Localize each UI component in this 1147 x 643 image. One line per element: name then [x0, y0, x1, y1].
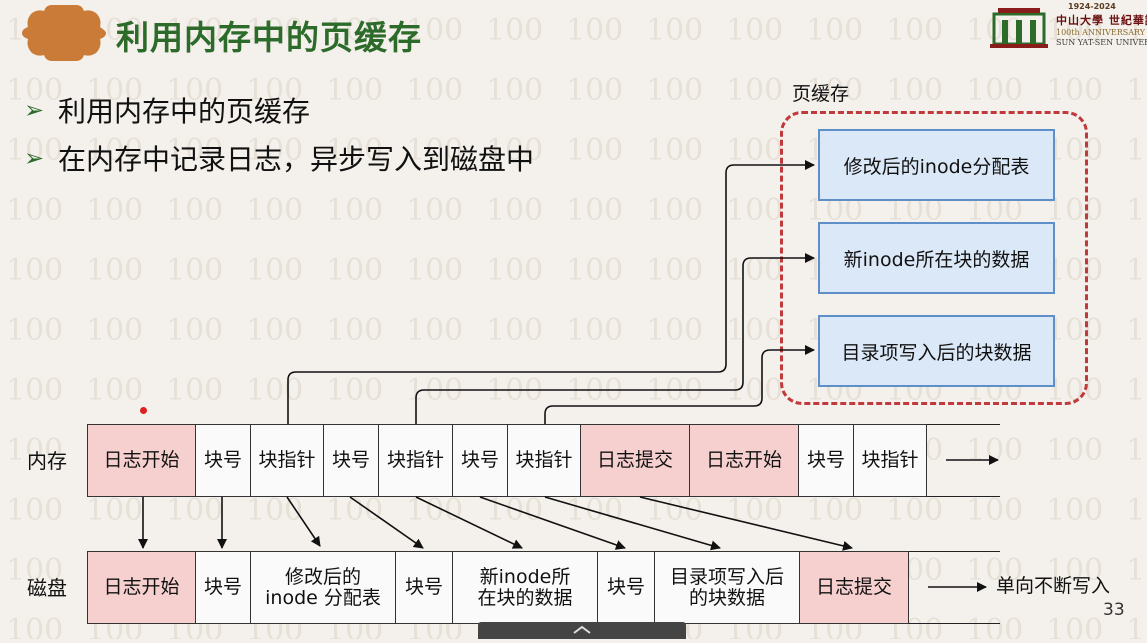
flush-arrow-log-commit	[639, 496, 853, 551]
cache-arrow-inode-block	[415, 253, 815, 424]
bullet-item: ➢ 利用内存中的页缓存	[24, 86, 534, 134]
memory-row-label: 内存	[27, 449, 67, 473]
sysu-logo	[988, 4, 1147, 52]
laser-pointer-dot	[140, 407, 147, 414]
flush-arrow-block-no-3	[479, 496, 626, 550]
cache-arrow-dir-block	[544, 345, 815, 424]
flush-arrow-inode-block	[415, 496, 523, 549]
presentation-toolbar[interactable]	[478, 622, 686, 639]
logo-anniversary: 100th ANNIVERSARY	[1056, 28, 1146, 37]
chevron-up-icon	[573, 625, 591, 634]
disk-row-bottom-line	[908, 623, 1000, 624]
cache-arrow-inode-table	[287, 160, 815, 424]
disk-cell-log-start: 日志开始	[87, 551, 196, 624]
page-cache-item-dir-block: 目录项写入后的块数据	[818, 315, 1055, 387]
page-number: 33	[1103, 600, 1125, 620]
bullet-item: ➢ 在内存中记录日志，异步写入到磁盘中	[24, 134, 534, 182]
disk-cell-block-no: 块号	[597, 551, 655, 624]
slide-title: 利用内存中的页缓存	[116, 18, 422, 57]
disk-row-label: 磁盘	[27, 576, 67, 600]
memory-cell-block-no: 块号	[195, 424, 251, 497]
bullet-text: 在内存中记录日志，异步写入到磁盘中	[58, 143, 535, 176]
page-cache-label: 页缓存	[792, 83, 850, 105]
memory-row-top-line	[926, 424, 1000, 425]
logo-university: SUN YAT-SEN UNIVERSITY	[1056, 38, 1147, 47]
disk-row-top-line	[908, 551, 1000, 552]
memory-cell-block-ptr: 块指针	[250, 424, 324, 497]
memory-cell-log-start: 日志开始	[87, 424, 196, 497]
title-badge-icon	[22, 5, 106, 61]
flush-arrow-inode-table	[286, 496, 321, 547]
bullet-list: ➢ 利用内存中的页缓存 ➢ 在内存中记录日志，异步写入到磁盘中	[24, 86, 534, 182]
flush-arrow-dir-block	[544, 496, 721, 551]
memory-cell-log-commit: 日志提交	[580, 424, 690, 497]
logo-years: 1924-2024	[1068, 2, 1116, 11]
flush-arrow-block-no-2	[349, 496, 424, 549]
page-cache-item-inode-block: 新inode所在块的数据	[818, 222, 1055, 294]
memory-cell-log-start: 日志开始	[689, 424, 799, 497]
memory-row-bottom-line	[926, 496, 1000, 497]
bullet-arrow-icon: ➢	[24, 144, 45, 172]
bullet-text: 利用内存中的页缓存	[58, 95, 311, 128]
bullet-arrow-icon: ➢	[24, 96, 45, 124]
disk-cell-log-commit: 日志提交	[799, 551, 909, 624]
memory-cell-block-ptr: 块指针	[853, 424, 927, 497]
memory-cell-block-no: 块号	[452, 424, 508, 497]
disk-tail-note: 单向不断写入	[996, 575, 1111, 597]
disk-cell-block-no: 块号	[395, 551, 453, 624]
memory-cell-block-ptr: 块指针	[378, 424, 453, 497]
page-cache-item-inode-table: 修改后的inode分配表	[818, 129, 1055, 201]
disk-cell-block-no: 块号	[195, 551, 251, 624]
memory-cell-block-ptr: 块指针	[507, 424, 581, 497]
university-gate-icon	[990, 8, 1048, 48]
logo-chinese-name: 中山大學 世紀華誕	[1056, 14, 1147, 27]
